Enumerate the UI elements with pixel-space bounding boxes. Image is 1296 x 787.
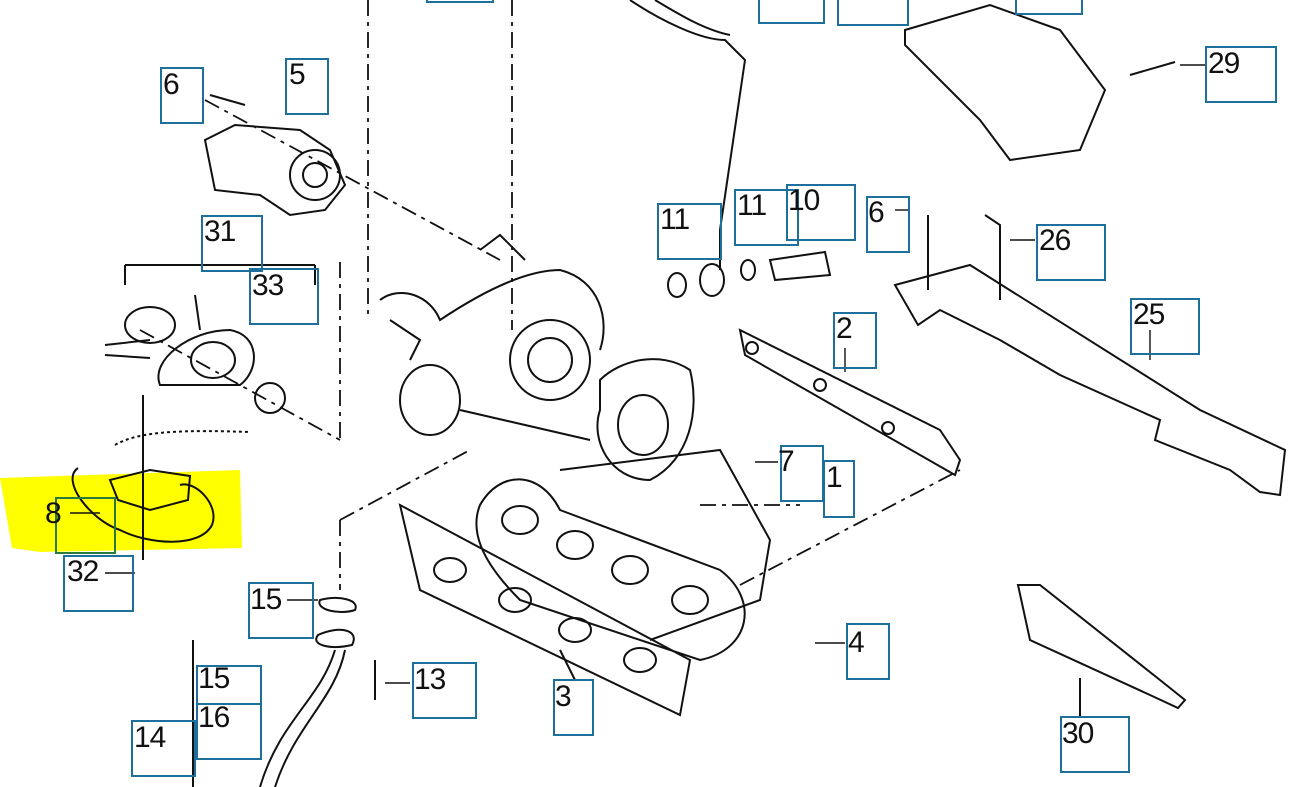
callout-26-label: 26 [1039, 224, 1071, 257]
callout-11-label: 11 [737, 189, 767, 222]
callout-30-box[interactable] [1060, 716, 1130, 773]
callout-2-label: 2 [836, 312, 853, 345]
callout-4-box[interactable] [846, 623, 890, 680]
callout-15-box[interactable] [248, 582, 314, 639]
callout-33-box[interactable] [249, 268, 319, 325]
callout-box-partial[interactable] [1015, 0, 1083, 15]
callout-11-box[interactable] [657, 203, 722, 260]
callout-31-box[interactable] [201, 215, 263, 272]
callout-3-label: 3 [555, 680, 572, 713]
callout-15-label: 15 [198, 662, 230, 695]
turbocharger [379, 233, 695, 482]
callout-1-label: 1 [826, 461, 843, 494]
callout-30-label: 30 [1062, 717, 1094, 750]
callout-7-label: 7 [778, 445, 795, 478]
callout-25-box[interactable] [1130, 298, 1200, 355]
part-30-sealant-tube [1016, 584, 1187, 718]
part-2-gasket [738, 328, 962, 477]
callout-14-label: 14 [134, 721, 166, 754]
callout-13-label: 13 [414, 663, 446, 696]
callout-29-box[interactable] [1205, 46, 1277, 103]
callout-box-partial[interactable] [758, 0, 825, 24]
callout-15-label: 15 [250, 583, 282, 616]
oil-pipe [629, 0, 747, 270]
callout-8-label: 8 [45, 497, 62, 530]
callout-16-box[interactable] [196, 703, 262, 760]
callout-29-label: 29 [1208, 47, 1240, 80]
callout-11-box[interactable] [734, 189, 799, 246]
callout-1-box[interactable] [823, 460, 855, 518]
highlight-marker [0, 470, 242, 552]
callout-26-box[interactable] [1036, 224, 1106, 281]
callout-6-box[interactable] [866, 196, 910, 253]
callout-16-label: 16 [198, 701, 230, 734]
banjo-bolt-parts [667, 250, 832, 298]
callout-3-box[interactable] [553, 679, 594, 736]
callout-5-label: 5 [289, 58, 306, 91]
callout-32-box[interactable] [63, 555, 134, 612]
callout-25-label: 25 [1133, 298, 1165, 331]
callout-5-box[interactable] [285, 58, 329, 115]
part-3-gasket [398, 503, 692, 717]
callout-box-partial[interactable] [837, 0, 909, 26]
part-5-actuator [203, 94, 347, 217]
coolant-pipe [192, 597, 376, 787]
callout-6-box[interactable] [160, 67, 204, 124]
callout-6-label: 6 [868, 196, 885, 229]
callout-8-box-selected[interactable] [55, 497, 116, 554]
callout-11-label: 11 [660, 203, 690, 236]
callout-4-label: 4 [848, 626, 865, 659]
callout-14-box[interactable] [131, 720, 196, 777]
callout-31-label: 31 [204, 215, 236, 248]
callout-6-label: 6 [163, 68, 180, 101]
callout-10-label: 10 [788, 184, 820, 217]
part-29-heat-shield [904, 3, 1176, 162]
callout-2-box[interactable] [833, 312, 877, 369]
callout-box-partial[interactable] [426, 0, 494, 3]
callout-33-label: 33 [252, 269, 284, 302]
callout-32-label: 32 [67, 555, 99, 588]
callout-13-box[interactable] [412, 662, 477, 719]
callout-10-box[interactable] [786, 184, 856, 241]
exhaust-manifold [475, 448, 772, 662]
part-25-heat-shield [893, 214, 1287, 497]
callout-leader-lines [70, 64, 1205, 684]
